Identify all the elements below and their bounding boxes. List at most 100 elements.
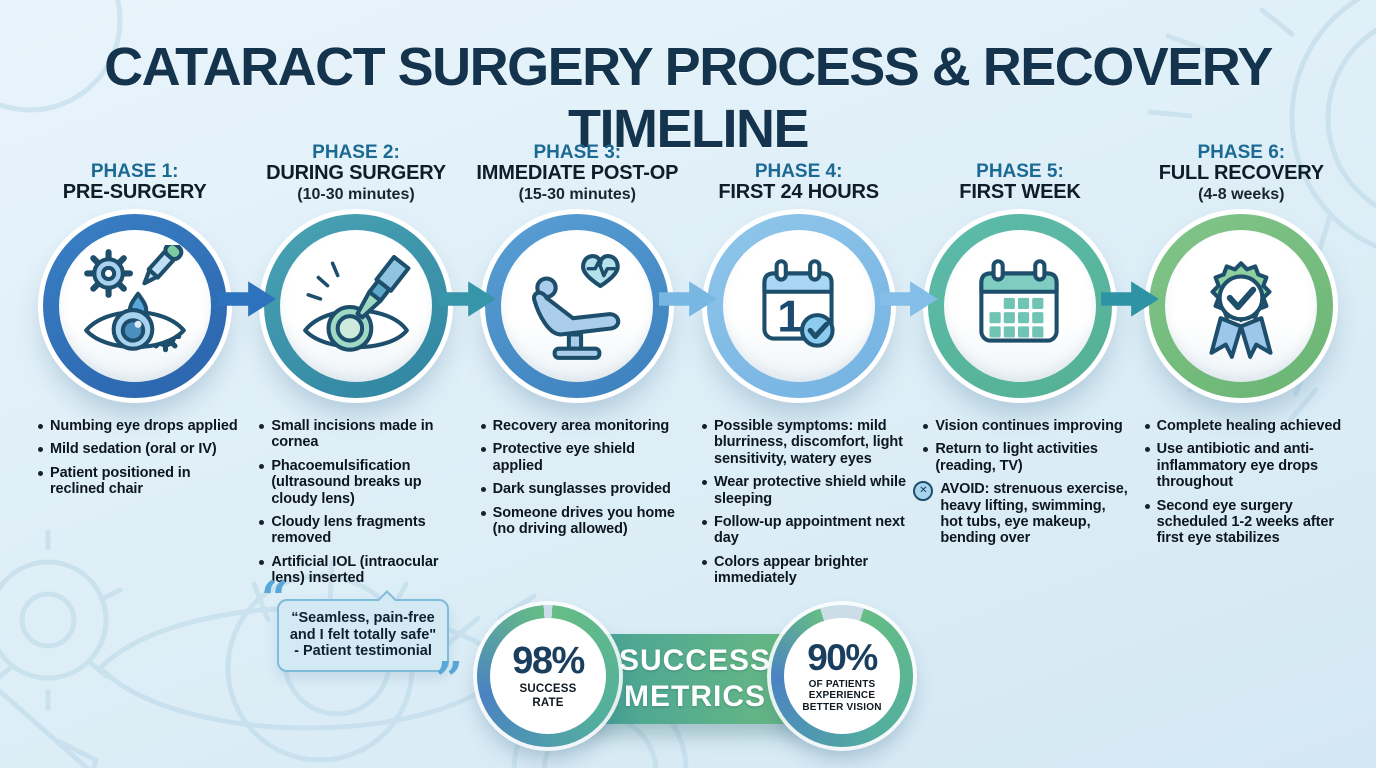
phase-title: FIRST 24 HOURS bbox=[718, 181, 879, 204]
phase-circle bbox=[42, 214, 227, 398]
banner-line: SUCCESS bbox=[618, 644, 772, 678]
bullet-item: Protective eye shield applied bbox=[480, 441, 686, 474]
phase-title: DURING SURGERY bbox=[266, 162, 446, 185]
bullet-item: Someone drives you home (no driving allo… bbox=[480, 504, 686, 538]
phase-header: PHASE 5: FIRST WEEK bbox=[959, 128, 1081, 204]
bullet-dot-icon bbox=[701, 480, 707, 486]
bullet-dot-icon bbox=[259, 559, 265, 565]
bullet-item: Complete healing achieved bbox=[1144, 418, 1350, 434]
phase-column-3: PHASE 3: IMMEDIATE POST-OP (15-30 minute… bbox=[467, 128, 688, 593]
phase-circle bbox=[263, 214, 448, 398]
phase-label: PHASE 2: bbox=[312, 141, 400, 163]
phase-icon-circle bbox=[1165, 230, 1318, 382]
bullet-item: Follow-up appointment next day bbox=[701, 513, 907, 547]
phase-icon-circle bbox=[279, 230, 432, 382]
phase-header: PHASE 2: DURING SURGERY (10-30 minutes) bbox=[266, 128, 446, 204]
phase-column-6: PHASE 6: FULL RECOVERY (4-8 weeks) Compl… bbox=[1131, 128, 1352, 593]
award-check-icon bbox=[1209, 261, 1273, 359]
testimonial-bubble: “ “Seamless, pain-free and I felt totall… bbox=[261, 575, 463, 704]
bullet-text: AVOID: strenuous exercise, heavy lifting… bbox=[940, 481, 1128, 547]
bullet-text: Someone drives you home (no driving allo… bbox=[492, 504, 675, 537]
phase-icon-circle bbox=[501, 230, 654, 382]
phase-label: PHASE 3: bbox=[533, 141, 622, 163]
phase-header: PHASE 3: IMMEDIATE POST-OP (15-30 minute… bbox=[476, 128, 678, 204]
eye-drops-icon bbox=[83, 245, 186, 353]
phase-title: FULL RECOVERY bbox=[1158, 162, 1324, 185]
bullet-text: Wear protective shield while sleeping bbox=[713, 474, 906, 507]
phase-icon-circle bbox=[943, 230, 1096, 382]
bullet-item: Colors appear brighter immediately bbox=[701, 554, 907, 587]
text-line: BETTER VISION bbox=[802, 701, 882, 713]
phase-duration: (10-30 minutes) bbox=[297, 185, 415, 203]
phaco-probe-eye-icon bbox=[303, 255, 411, 352]
close-quote-icon: ” bbox=[435, 652, 463, 709]
phase-duration: (4-8 weeks) bbox=[1198, 185, 1285, 203]
recovery-chair-icon bbox=[532, 254, 621, 360]
metric-value: 98% bbox=[512, 640, 585, 683]
text-line: OF PATIENTS bbox=[808, 678, 876, 690]
open-quote-icon: “ bbox=[261, 571, 289, 627]
bullet-dot-icon bbox=[1144, 447, 1150, 453]
bullet-dot-icon bbox=[923, 447, 929, 453]
phase-label: PHASE 5: bbox=[976, 161, 1064, 183]
bullet-text: Second eye surgery scheduled 1-2 weeks a… bbox=[1156, 497, 1334, 547]
bullet-item: Return to light activities (reading, TV) bbox=[923, 441, 1128, 474]
bullet-item: Recovery area monitoring bbox=[480, 418, 686, 434]
text-line: RATE bbox=[532, 696, 564, 709]
phase-circle bbox=[1149, 214, 1334, 398]
bullet-dot-icon bbox=[480, 487, 486, 493]
phase-column-2: PHASE 2: DURING SURGERY (10-30 minutes) bbox=[245, 128, 466, 593]
phase-circle bbox=[927, 214, 1112, 398]
bullet-text: Use antibiotic and anti-inflammatory eye… bbox=[1156, 441, 1319, 491]
phase-label: PHASE 4: bbox=[754, 161, 843, 183]
bullet-dot-icon bbox=[701, 519, 707, 525]
bullet-dot-icon bbox=[38, 470, 43, 476]
bullet-text: Artificial IOL (intraocular lens) insert… bbox=[271, 553, 439, 586]
page-title: CATARACT SURGERY PROCESS & RECOVERY TIME… bbox=[104, 37, 1273, 159]
bullet-item: Vision continues improving bbox=[923, 418, 1128, 434]
bullet-text: Follow-up appointment next day bbox=[713, 513, 905, 547]
phase-header: PHASE 4: FIRST 24 HOURS bbox=[718, 128, 879, 204]
bullet-dot-icon bbox=[259, 463, 265, 469]
crossed-circle-icon: ✕ bbox=[913, 481, 934, 502]
bullet-dot-icon bbox=[259, 424, 265, 429]
bullet-item: Small incisions made in cornea bbox=[259, 418, 464, 451]
bullet-text: Complete healing achieved bbox=[1156, 418, 1342, 434]
phase-label: PHASE 1: bbox=[90, 161, 179, 183]
bullet-dot-icon bbox=[38, 447, 43, 453]
bullet-dot-icon bbox=[1144, 503, 1150, 509]
bullet-text: Cloudy lens fragments removed bbox=[271, 513, 426, 547]
bullet-dot-icon bbox=[480, 447, 486, 453]
bullet-item: Phacoemulsification (ultrasound breaks u… bbox=[259, 458, 464, 507]
bullet-item: Cloudy lens fragments removed bbox=[259, 514, 464, 547]
text-line: SUCCESS bbox=[519, 683, 577, 696]
bullet-text: Mild sedation (oral or IV) bbox=[50, 441, 217, 458]
bullet-text: Small incisions made in cornea bbox=[271, 418, 434, 451]
bullet-dot-icon bbox=[480, 424, 486, 429]
bullet-dot-icon bbox=[480, 510, 486, 516]
phase-icon-circle bbox=[58, 230, 211, 382]
bullet-text: Possible symptoms: mild blurriness, disc… bbox=[713, 418, 903, 467]
phase-header: PHASE 1: PRE-SURGERY bbox=[63, 128, 207, 204]
bullet-text: Phacoemulsification (ultrasound breaks u… bbox=[271, 457, 422, 507]
bullet-dot-icon bbox=[38, 424, 43, 429]
phase-title: PRE-SURGERY bbox=[62, 181, 207, 204]
bullet-item: ✕ AVOID: strenuous exercise, heavy liftin… bbox=[913, 481, 1128, 547]
calendar-week-icon bbox=[979, 259, 1059, 343]
bullet-dot-icon bbox=[701, 559, 707, 565]
phase-icon-circle: 1 bbox=[722, 230, 875, 382]
bullet-item: Mild sedation (oral or IV) bbox=[38, 441, 243, 457]
bullet-text: Numbing eye drops applied bbox=[50, 418, 238, 434]
testimonial-quote: “Seamless, pain-free and I felt totally … bbox=[289, 610, 437, 643]
bullet-text: Recovery area monitoring bbox=[492, 418, 670, 434]
svg-text:1: 1 bbox=[777, 292, 802, 341]
